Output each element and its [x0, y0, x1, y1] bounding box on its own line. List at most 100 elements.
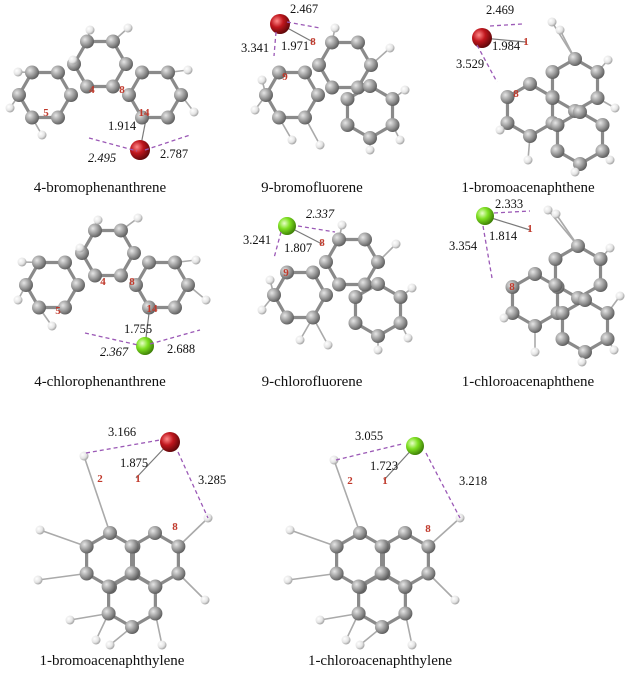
- carbon-atom: [129, 278, 143, 292]
- carbon-atom: [329, 539, 344, 554]
- carbon-atom: [298, 110, 312, 125]
- contact-line: [149, 329, 201, 345]
- atom-number-label: 5: [55, 305, 61, 317]
- hydrogen-atom: [495, 125, 505, 135]
- carbon-atom: [325, 35, 339, 50]
- atom-number-label: 1: [382, 475, 388, 487]
- distance-label: 2.333: [495, 197, 523, 211]
- carbon-atom: [325, 80, 339, 95]
- hydrogen-atom: [33, 575, 43, 585]
- carbon-atom: [500, 90, 515, 104]
- contact-line: [144, 134, 191, 151]
- bond-length-label: 1.971: [281, 39, 309, 53]
- hydrogen-atom: [499, 313, 509, 323]
- contact-line: [335, 443, 403, 461]
- contact-line: [489, 23, 523, 27]
- chlorine-atom: [406, 437, 424, 455]
- molecule-caption: 4-chlorophenanthrene: [34, 374, 166, 390]
- distance-label: 3.166: [108, 425, 136, 439]
- carbon-atom: [272, 110, 286, 125]
- carbon-atom: [593, 252, 608, 266]
- ch-bond: [333, 459, 361, 534]
- carbon-atom: [12, 88, 26, 102]
- carbon-atom: [319, 288, 333, 302]
- chlorine-atom: [136, 337, 154, 355]
- bond-length-label: 1.723: [370, 459, 398, 473]
- carbon-atom: [573, 105, 587, 119]
- contact-line: [493, 210, 531, 214]
- hydrogen-atom: [605, 155, 615, 165]
- carbon-atom: [351, 606, 366, 621]
- molecule-1-bromoacenaphthene: 18 1.984 2.469 3.529 1-bromoacenaphthene: [456, 3, 620, 196]
- carbon-atom: [71, 278, 85, 292]
- contact-line: [286, 21, 321, 29]
- atom-number-label: 9: [282, 71, 288, 83]
- carbon-atom: [64, 88, 78, 102]
- molecule-9-chlorofluorene: 89 1.807 2.337 3.241 9-chlorofluorene: [243, 207, 417, 390]
- bond-length-label: 1.807: [284, 241, 312, 255]
- carbon-atom: [32, 255, 46, 270]
- atom-number-label: 4: [89, 84, 95, 96]
- carbon-atom: [398, 579, 413, 594]
- molecule-graph: 89: [257, 217, 417, 355]
- carbon-atom: [306, 310, 320, 325]
- carbon-atom: [25, 110, 39, 125]
- carbon-atom: [58, 300, 72, 315]
- atom-number-label: 8: [509, 281, 515, 293]
- atom-number-label: 14: [139, 107, 151, 119]
- carbon-atom: [398, 606, 413, 621]
- contact-line: [84, 332, 139, 346]
- hydrogen-atom: [609, 345, 619, 355]
- carbon-atom: [568, 52, 582, 66]
- atom-number-label: 1: [523, 36, 529, 48]
- hydrogen-atom: [577, 357, 587, 367]
- distance-label: 2.337: [306, 207, 335, 221]
- carbon-atom: [505, 306, 520, 320]
- atom-number-label: 8: [425, 523, 431, 535]
- carbon-atom: [550, 118, 565, 132]
- carbon-atom: [19, 278, 33, 292]
- carbon-atom: [32, 300, 46, 315]
- hydrogen-atom: [13, 295, 23, 305]
- atom-number-label: 2: [97, 473, 103, 485]
- distance-label: 3.241: [243, 233, 271, 247]
- atom-number-label: 1: [135, 473, 141, 485]
- carbon-atom: [351, 80, 365, 95]
- hydrogen-atom: [200, 595, 210, 605]
- distance-label: 2.688: [167, 342, 195, 356]
- hydrogen-atom: [329, 455, 339, 465]
- carbon-atom: [168, 255, 182, 270]
- carbon-atom: [142, 300, 156, 315]
- bromine-atom: [472, 28, 492, 48]
- hydrogen-atom: [355, 640, 365, 650]
- carbon-atom: [125, 566, 139, 580]
- bromine-atom: [130, 140, 150, 160]
- hydrogen-atom: [615, 291, 625, 301]
- carbon-atom: [119, 57, 133, 71]
- chlorine-atom: [278, 217, 296, 235]
- ch-bond: [37, 572, 88, 581]
- distance-label: 3.341: [241, 41, 269, 55]
- hydrogen-atom: [91, 635, 101, 645]
- hydrogen-atom: [400, 85, 410, 95]
- carbon-atom: [351, 35, 365, 50]
- carbon-atom: [421, 539, 436, 554]
- carbon-atom: [280, 310, 294, 325]
- distance-label: 2.467: [290, 2, 318, 16]
- carbon-atom: [555, 332, 570, 346]
- contact-line: [425, 452, 461, 519]
- bromine-atom: [160, 432, 180, 452]
- contact-line: [476, 44, 498, 83]
- distance-label: 2.787: [160, 147, 188, 161]
- carbon-atom: [505, 280, 520, 294]
- molecule-caption: 9-chlorofluorene: [262, 374, 363, 390]
- hydrogen-atom: [93, 215, 103, 225]
- carbon-atom: [329, 566, 344, 581]
- hydrogen-atom: [315, 615, 325, 625]
- carbon-atom: [358, 232, 372, 247]
- carbon-atom: [306, 265, 320, 280]
